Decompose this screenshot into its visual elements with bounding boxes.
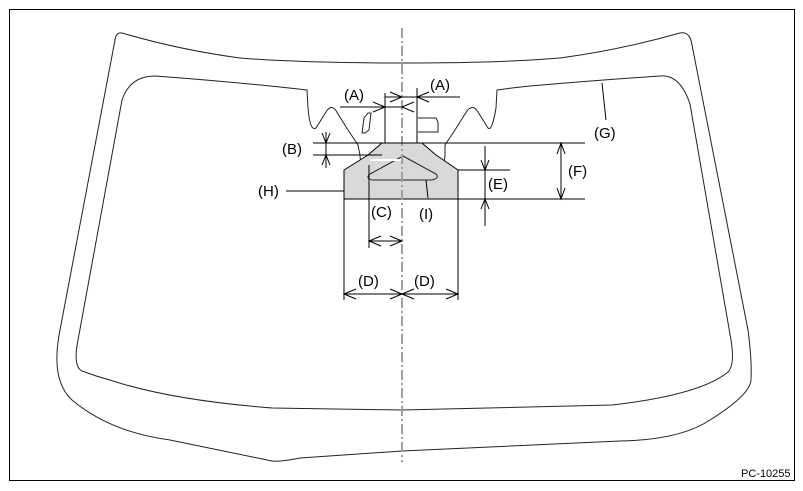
label-c: (C) [371, 204, 392, 221]
label-a-left: (A) [344, 87, 364, 104]
label-f: (F) [568, 163, 587, 180]
label-d-right: (D) [414, 273, 435, 290]
shaded-area-h [343, 142, 459, 200]
sensor-window-right [418, 117, 439, 133]
label-h: (H) [258, 183, 279, 200]
label-g: (G) [594, 125, 616, 142]
windshield-outer-edge [56, 32, 752, 462]
dim-d-arrows [342, 288, 460, 300]
dim-c-arrows [367, 235, 404, 247]
dim-e-arrows [480, 159, 490, 210]
label-d-left: (D) [358, 273, 379, 290]
dim-a-left-arrows [372, 101, 415, 113]
dim-f-arrows [556, 141, 566, 201]
sensor-window-left [361, 112, 372, 134]
figure-code: PC-10255 [741, 468, 791, 480]
dim-a-right-arrows [389, 91, 430, 103]
label-a-right: (A) [430, 77, 450, 94]
leader-g [601, 82, 607, 121]
label-b: (B) [282, 141, 302, 158]
figure-frame [9, 9, 795, 481]
dim-b-arrows [321, 132, 331, 166]
label-i: (I) [419, 206, 433, 223]
label-e: (E) [488, 176, 508, 193]
windshield-inner-edge [75, 75, 733, 411]
leader-i [425, 179, 429, 199]
